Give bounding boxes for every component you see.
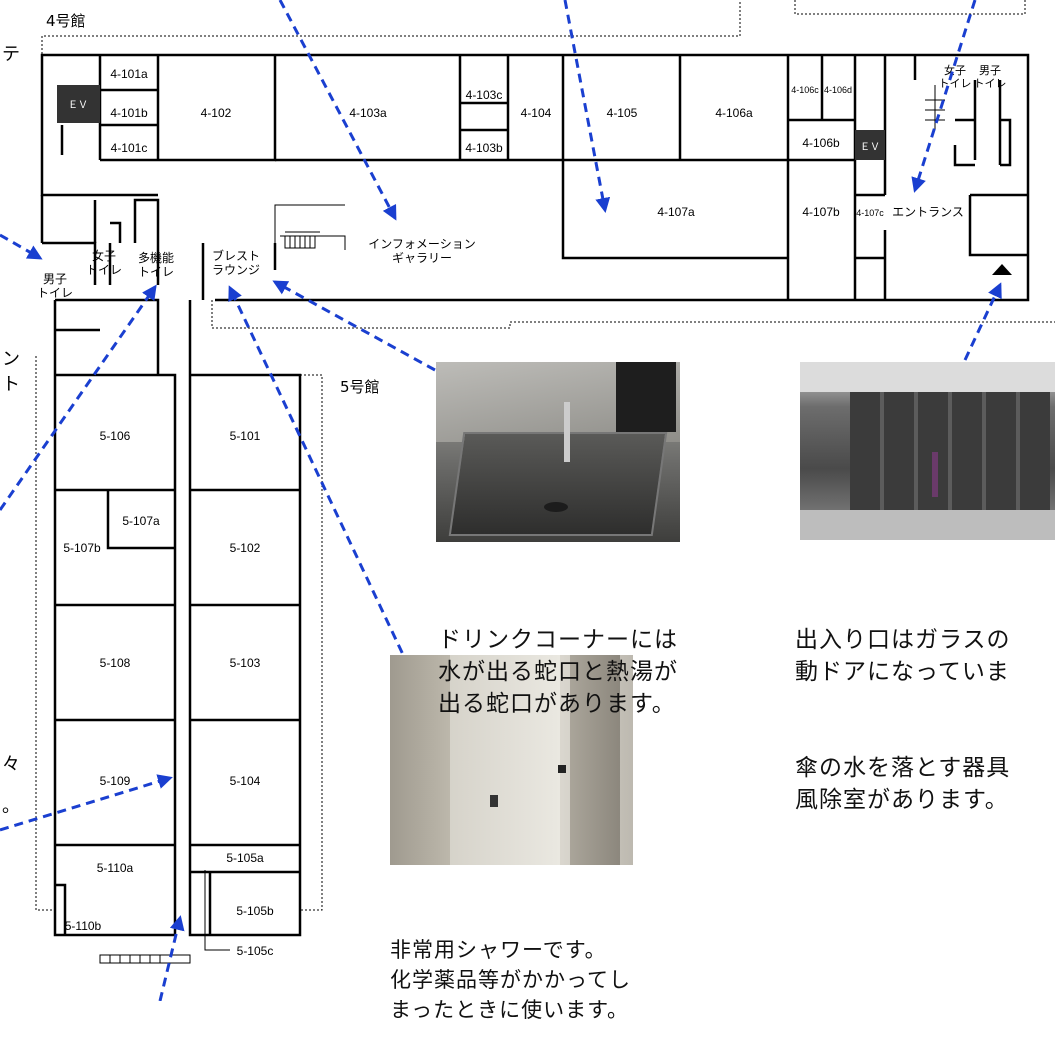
left-edge-fragments: テ ン ト 々 。: [2, 44, 20, 817]
entrance-label: エントランス: [892, 205, 964, 219]
room-4-107b: 4-107b: [802, 205, 840, 219]
ev-label: ＥＶ: [68, 100, 88, 111]
room-5-110b: 5-110b: [65, 919, 102, 933]
building-labels: 4号館 5号館: [46, 12, 380, 396]
lounge-label-b: ラウンジ: [212, 263, 260, 277]
room-5-109: 5-109: [100, 774, 131, 788]
info-gallery-label: インフォメーション: [368, 237, 475, 251]
elevator-4-right: [855, 130, 885, 160]
room-4-106a: 4-106a: [715, 106, 753, 120]
room-4-103c: 4-103c: [466, 88, 503, 102]
svg-text:々: 々: [2, 754, 20, 775]
svg-text:ト: ト: [2, 374, 20, 395]
callout-arrows: [0, 0, 1002, 1001]
men-toilet-label-5: 男子: [43, 272, 67, 286]
lounge-label: ブレスト: [212, 248, 260, 263]
room-4-106d: 4-106d: [824, 85, 852, 95]
men-toilet-label-5b: トイレ: [37, 286, 73, 300]
room-5-102: 5-102: [230, 541, 261, 555]
room-4-101b: 4-101b: [110, 106, 148, 120]
room-4-106c: 4-106c: [791, 85, 819, 95]
svg-text:ン: ン: [2, 349, 20, 370]
svg-text:。: 。: [2, 796, 20, 817]
entrance-caption: 出入り口はガラスの動ドアになっていま 傘の水を落とす器具風除室があります。: [795, 627, 1011, 813]
room-5-101: 5-101: [230, 429, 261, 443]
entrance-triangle-icon: [992, 264, 1012, 275]
room-4-103a: 4-103a: [349, 106, 387, 120]
room-4-106b: 4-106b: [802, 136, 840, 150]
sink-photo: [436, 362, 680, 542]
room-4-103b: 4-103b: [465, 141, 503, 155]
room-5-106: 5-106: [100, 429, 131, 443]
room-5-110a: 5-110a: [97, 861, 134, 875]
room-4-105: 4-105: [607, 106, 638, 120]
room-4-104: 4-104: [521, 106, 552, 120]
room-4-101c: 4-101c: [111, 141, 148, 155]
facility-labels: 女子 トイレ 男子 トイレ 男子 トイレ 女子 トイレ 多機能 トイレ エントラ…: [37, 63, 1007, 300]
room-4-107a: 4-107a: [657, 205, 695, 219]
sink-caption: ドリンクコーナーには水が出る蛇口と熱湯が出る蛇口があります。: [438, 627, 678, 717]
info-gallery-label-b: ギャラリー: [392, 251, 452, 265]
room-labels: 4-101a 4-101b 4-101c 4-102 4-103a 4-103c…: [63, 67, 884, 958]
entrance-photo: [800, 362, 1055, 540]
site-outline: [35, 0, 1055, 911]
men-toilet-label-4: 男子: [979, 64, 1001, 77]
floor-plan: ＥＶ ＥＶ 4-101a 4-101b 4-101c 4-102 4-103a …: [0, 0, 1055, 1001]
women-toilet-label-4: 女子: [944, 63, 966, 77]
women-toilet-label-5: 女子: [92, 248, 116, 263]
room-4-102: 4-102: [201, 106, 232, 120]
women-toilet-label-5b: トイレ: [86, 263, 122, 277]
room-5-103: 5-103: [230, 656, 261, 670]
walls-building-4: [40, 53, 1030, 302]
building-4-label: 4号館: [46, 12, 86, 30]
multi-toilet-label: 多機能: [138, 250, 174, 265]
elevator-4-left: [57, 85, 100, 123]
men-toilet-label-4b: トイレ: [974, 78, 1007, 90]
room-4-101a: 4-101a: [110, 67, 148, 81]
leader-5-105c: [204, 870, 230, 951]
multi-toilet-label-b: トイレ: [138, 265, 174, 279]
ev-label: ＥＶ: [860, 142, 880, 153]
room-5-107b: 5-107b: [63, 541, 101, 555]
building-5-label: 5号館: [340, 378, 380, 396]
svg-text:テ: テ: [2, 44, 20, 65]
women-toilet-label-4b: トイレ: [939, 78, 972, 90]
room-5-107a: 5-107a: [122, 514, 160, 528]
room-4-107c: 4-107c: [856, 208, 884, 218]
room-5-105a: 5-105a: [226, 851, 264, 865]
room-5-105c: 5-105c: [237, 944, 274, 958]
stair-treads: [99, 235, 316, 964]
shower-photo: [390, 655, 633, 865]
room-5-105b: 5-105b: [236, 904, 274, 918]
room-5-104: 5-104: [230, 774, 261, 788]
shower-caption: 非常用シャワーです。化学薬品等がかかってしまったときに使います。: [390, 938, 631, 1022]
walls-building-5: [53, 298, 302, 937]
room-5-108: 5-108: [100, 656, 131, 670]
